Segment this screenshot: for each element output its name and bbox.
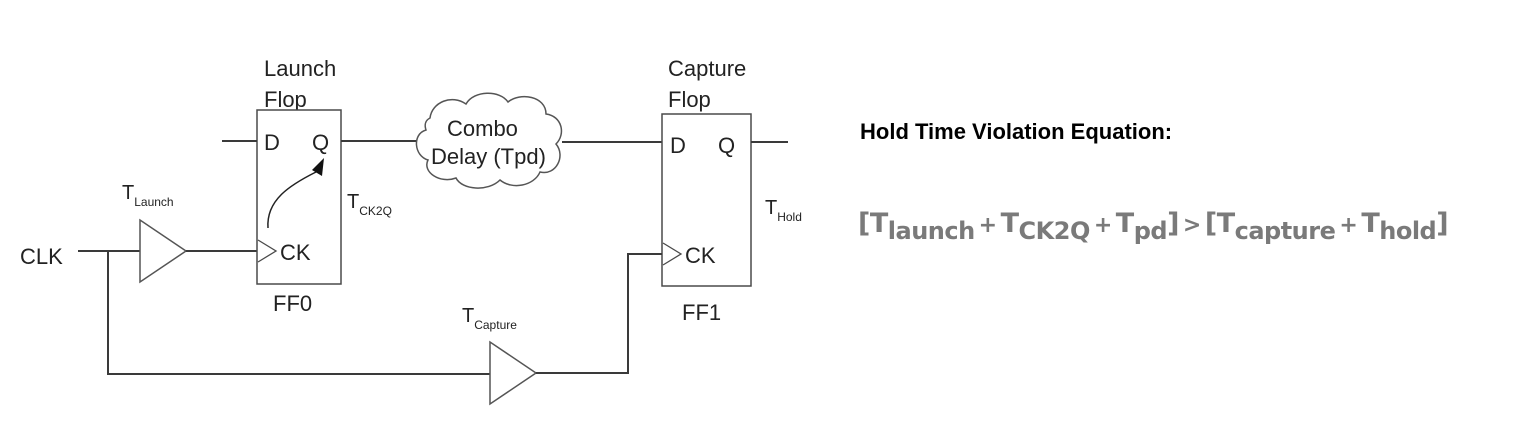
capture-flop	[661, 113, 752, 287]
equation-plus: +	[1339, 213, 1358, 238]
equation-title: Hold Time Violation Equation:	[860, 119, 1173, 144]
ff0-instance-label: FF0	[273, 291, 312, 316]
ff0-d-pin: D	[264, 130, 280, 155]
clk-wire-to-capture-path	[107, 251, 490, 375]
hold-violation-equation: [Tlaunch+TCK2Q+Tpd]>[Tcapture+Thold]	[858, 208, 1449, 245]
equation-open-bracket-left: [	[858, 208, 870, 239]
ff0-clock-triangle	[257, 239, 278, 263]
ff1-ck-pin: CK	[685, 243, 716, 268]
t-ck2q-label: TCK2Q	[347, 191, 392, 218]
ff1-q-pin: Q	[718, 133, 735, 158]
launch-flop-title-line1: Launch	[264, 56, 336, 81]
ck2q-arrowhead-icon	[312, 158, 324, 176]
equation-plus: +	[1093, 213, 1112, 238]
ff1-d-pin: D	[670, 133, 686, 158]
t-hold-label: THold	[765, 197, 802, 224]
launch-buffer	[139, 218, 188, 284]
capture-flop-title-line1: Capture	[668, 56, 746, 81]
equation-plus: +	[978, 213, 997, 238]
capture-buffer-to-ff1-wire	[536, 253, 662, 374]
clk-label: CLK	[20, 244, 63, 269]
combo-delay-line1: Combo	[447, 116, 518, 141]
launch-flop-title-line2: Flop	[264, 87, 307, 112]
equation-term: TCK2Q	[1000, 208, 1091, 245]
equation-close-bracket-right: ]	[1436, 208, 1449, 239]
capture-buffer	[489, 340, 538, 406]
equation-close-bracket-left: ]	[1167, 208, 1179, 239]
launch-flop	[256, 109, 342, 285]
ff1-clock-triangle	[662, 242, 683, 266]
t-launch-label: TLaunch	[122, 182, 174, 209]
equation-comparator: >	[1182, 213, 1201, 238]
ck2q-arc-arrow	[267, 171, 317, 229]
equation-term: Thold	[1361, 208, 1437, 245]
ff1-instance-label: FF1	[682, 300, 721, 325]
equation-term: Tlaunch	[869, 208, 975, 245]
ff0-ck-pin: CK	[280, 240, 311, 265]
equation-term: Tcapture	[1216, 208, 1336, 245]
equation-open-bracket-right: [	[1204, 208, 1217, 239]
capture-flop-title-line2: Flop	[668, 87, 711, 112]
combo-delay-line2: Delay (Tpd)	[431, 144, 546, 169]
ff0-q-pin: Q	[312, 130, 329, 155]
t-capture-label: TCapture	[462, 305, 517, 332]
combo-delay-cloud	[415, 92, 563, 189]
equation-term: Tpd	[1115, 208, 1168, 245]
